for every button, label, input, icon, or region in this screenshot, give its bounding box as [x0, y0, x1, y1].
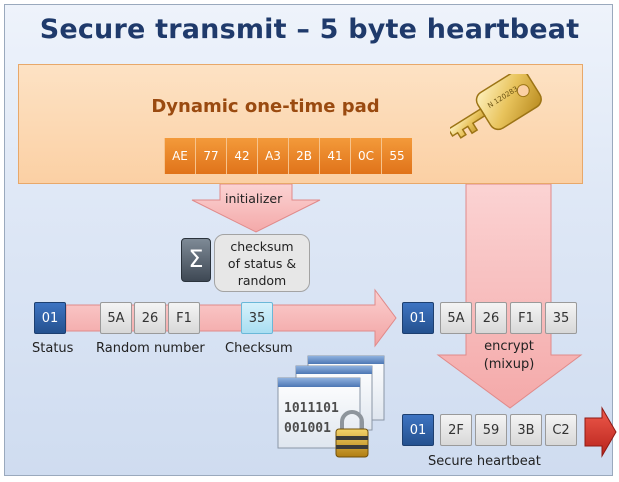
- encrypt-label: encrypt (mixup): [479, 338, 539, 374]
- status-byte: 01: [34, 302, 66, 334]
- encrypt-label-line: (mixup): [483, 357, 535, 372]
- key-icon: N 120283: [450, 74, 542, 139]
- initializer-label: initializer: [225, 191, 283, 206]
- checksum-label: Checksum: [225, 341, 293, 356]
- initializer-arrow: [191, 183, 321, 233]
- secure-byte: C2: [545, 414, 577, 446]
- secure-byte: 59: [475, 414, 507, 446]
- random-byte: F1: [168, 302, 200, 334]
- checksum-note-line: random: [237, 273, 287, 288]
- pad-byte: 0C: [350, 138, 381, 174]
- pad-down-arrow: [436, 183, 583, 409]
- secure-byte: 3B: [510, 414, 542, 446]
- binary-line: 001001: [284, 421, 331, 436]
- binary-line: 1011101: [284, 401, 339, 416]
- secure-status-byte: 01: [402, 414, 434, 446]
- status-label: Status: [32, 341, 74, 356]
- page-title: Secure transmit – 5 byte heartbeat: [39, 14, 580, 45]
- random-byte: 26: [134, 302, 166, 334]
- random-byte: 5A: [100, 302, 132, 334]
- checksum-note: checksum of status & random: [214, 234, 310, 292]
- pad-byte: 77: [195, 138, 226, 174]
- pad-byte: AE: [164, 138, 195, 174]
- output-arrow: [584, 406, 617, 458]
- pad-byte: 55: [381, 138, 412, 174]
- random-number-label: Random number: [96, 341, 205, 356]
- secure-byte: 2F: [440, 414, 472, 446]
- pad-byte: 2B: [288, 138, 319, 174]
- checksum-note-line: of status &: [227, 256, 297, 271]
- pad-byte: 41: [319, 138, 350, 174]
- encrypted-documents-icon: 1011101 001001: [277, 355, 385, 458]
- sigma-icon: Σ: [181, 238, 211, 282]
- pad-byte: 42: [226, 138, 257, 174]
- checksum-note-line: checksum: [230, 239, 294, 254]
- pad-byte: A3: [257, 138, 288, 174]
- combined-status-byte: 01: [402, 302, 434, 334]
- secure-heartbeat-label: Secure heartbeat: [428, 454, 541, 469]
- pad-title: Dynamic one-time pad: [151, 96, 380, 117]
- combined-byte: F1: [510, 302, 542, 334]
- combined-byte: 26: [475, 302, 507, 334]
- combined-byte: 5A: [440, 302, 472, 334]
- encrypt-label-line: encrypt: [484, 339, 534, 354]
- combined-byte: 35: [545, 302, 577, 334]
- checksum-byte: 35: [241, 302, 273, 334]
